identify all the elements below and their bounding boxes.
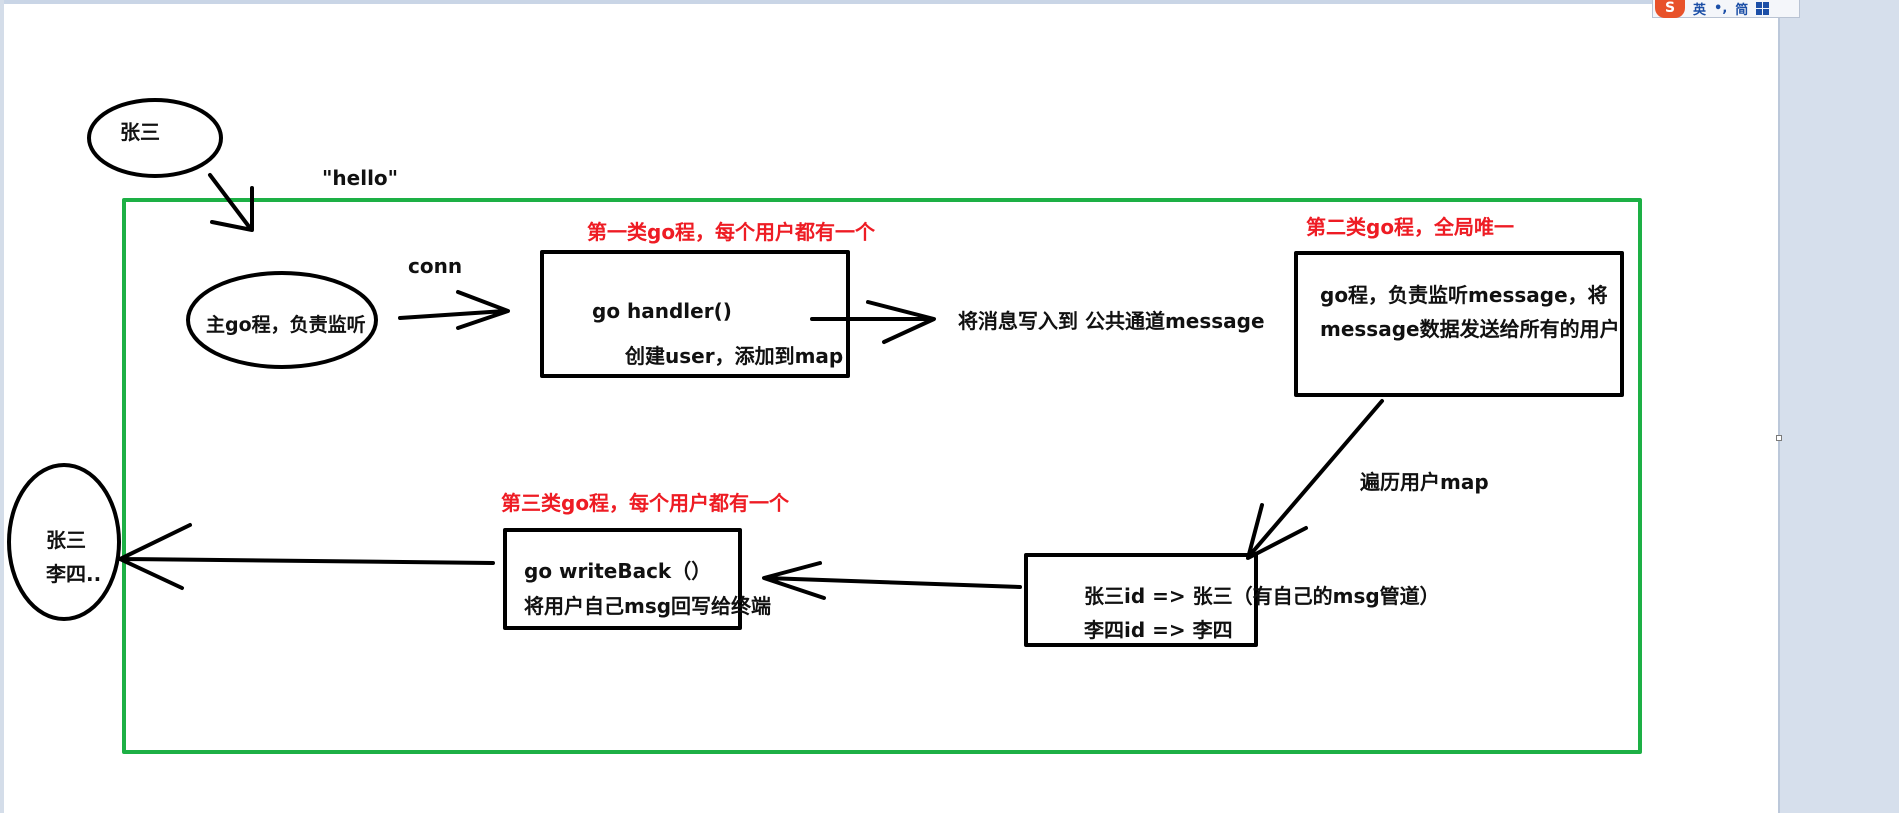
conn-label: conn: [408, 254, 463, 278]
handler-line2: 创建user，添加到map: [625, 344, 844, 368]
client-left-ellipse: [7, 463, 121, 621]
system-boundary: [122, 198, 1642, 754]
client-top-label: 张三: [120, 120, 160, 144]
global-goroutine-box: [1294, 251, 1624, 397]
client-left-line2: 李四..: [46, 562, 102, 586]
arrow-handler-to-channel: [810, 300, 936, 344]
ime-simplified-toggle[interactable]: 简: [1735, 3, 1749, 18]
diagram-shapes: [7, 98, 1642, 754]
canvas-top-border: [0, 0, 1778, 4]
arrow-global-to-map: [1246, 399, 1384, 560]
arrow-main-to-handler: [398, 290, 510, 330]
arrow-writeback-to-client: [118, 523, 495, 590]
right-side-panel: [1778, 0, 1899, 813]
type1-title: 第一类go程，每个用户都有一个: [587, 220, 876, 244]
writeback-line2: 将用户自己msg回写给终端: [524, 594, 772, 618]
handler-line1: go handler(): [592, 299, 732, 323]
ime-punctuation-toggle[interactable]: •,: [1714, 1, 1728, 16]
canvas-resize-handle[interactable]: [1776, 435, 1782, 441]
main-goroutine-ellipse: [186, 271, 378, 369]
arrow-client-to-main: [208, 173, 254, 232]
user-map-line2: 李四id => 李四: [1084, 618, 1233, 642]
global-goroutine-line1: go程，负责监听message，将: [1320, 283, 1608, 307]
canvas-left-border: [0, 0, 4, 813]
global-goroutine-line2: message数据发送给所有的用户: [1320, 317, 1620, 341]
writeback-line1: go writeBack（）: [524, 559, 712, 583]
hello-message-label: "hello": [322, 166, 399, 190]
sogou-logo-icon[interactable]: S: [1655, 0, 1685, 18]
main-goroutine-label: 主go程，负责监听: [206, 314, 366, 336]
client-top-ellipse: [87, 98, 223, 178]
type3-title: 第三类go程，每个用户都有一个: [501, 491, 790, 515]
ime-menu-grid-icon[interactable]: [1756, 2, 1770, 15]
user-map-line1: 张三id => 张三（有自己的msg管道）: [1084, 584, 1440, 608]
traverse-map-label: 遍历用户map: [1360, 470, 1489, 494]
ime-toolbar[interactable]: S 英 •, 简: [1652, 0, 1800, 18]
user-map-box: [1024, 553, 1258, 647]
client-left-line1: 张三: [46, 528, 86, 552]
write-to-channel-label: 将消息写入到 公共通道message: [958, 309, 1265, 333]
writeback-box: [503, 528, 742, 630]
ime-language-toggle[interactable]: 英: [1693, 3, 1707, 18]
arrow-map-to-writeback: [762, 561, 1022, 600]
type2-title: 第二类go程，全局唯一: [1306, 215, 1515, 239]
handler-box: [540, 250, 850, 378]
drawing-canvas: 张三 "hello" 主go程，负责监听 conn 第一类go程，每个用户都有一…: [0, 0, 1778, 813]
